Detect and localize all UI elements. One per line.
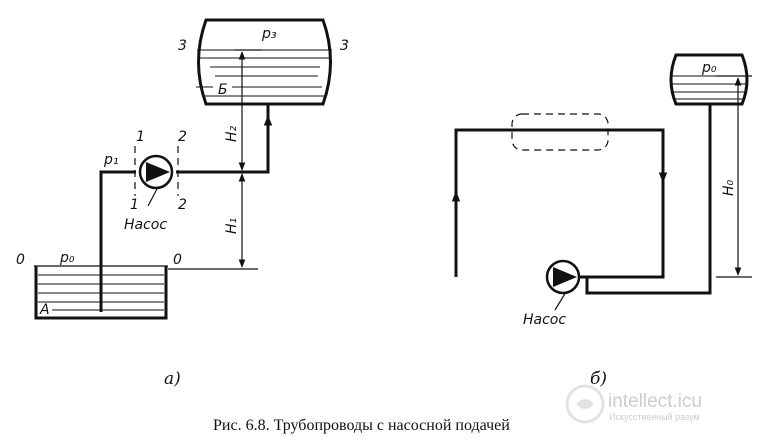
watermark-title: intellect.icu: [608, 391, 702, 412]
watermark-subtitle: Искусственный разум: [609, 412, 700, 422]
figure-caption: Рис. 6.8. Трубопроводы с насосной подаче…: [213, 417, 510, 434]
label-a: A: [39, 302, 50, 318]
watermark: intellect.icu Искусственный разум: [565, 384, 702, 424]
label-p0-a: p₀: [59, 250, 75, 266]
dimensions-a: [34, 49, 262, 270]
dimensions-b: [716, 75, 752, 278]
sublabel-a: а): [164, 369, 181, 389]
label-0-left: 0: [16, 252, 25, 268]
label-p0-b: p₀: [701, 60, 717, 76]
label-b: Б: [218, 82, 228, 98]
label-0-right: 0: [173, 252, 182, 268]
label-1-top: 1: [136, 129, 145, 145]
label-pump-a: Насос: [124, 217, 167, 233]
label-3-left: 3: [178, 38, 187, 54]
label-h2: H₂: [224, 125, 240, 142]
label-1-bottom: 1: [130, 197, 139, 213]
label-h0: H₀: [721, 179, 737, 196]
label-p1: p₁: [103, 152, 119, 168]
diagram-a: p₃ 3 3 Б 1 2 1 2 p₁ Насос H₂ H₁ 0 0 p₀ A…: [16, 18, 349, 389]
label-3-right: 3: [340, 38, 349, 54]
upper-tank: [196, 18, 332, 106]
diagram-b: p₀ H₀ Насос б): [451, 53, 752, 389]
label-h1: H₁: [224, 218, 240, 234]
pump-a: [134, 146, 179, 207]
brain-icon: [565, 384, 605, 424]
sublabel-b: б): [590, 369, 607, 389]
pump-b: [545, 259, 581, 311]
label-pump-b: Насос: [523, 312, 566, 328]
pipeline-a: [99, 104, 273, 312]
pipeline-b: [451, 104, 712, 295]
label-p3: p₃: [261, 26, 277, 42]
label-2-top: 2: [178, 129, 187, 145]
label-2-bottom: 2: [178, 197, 187, 213]
